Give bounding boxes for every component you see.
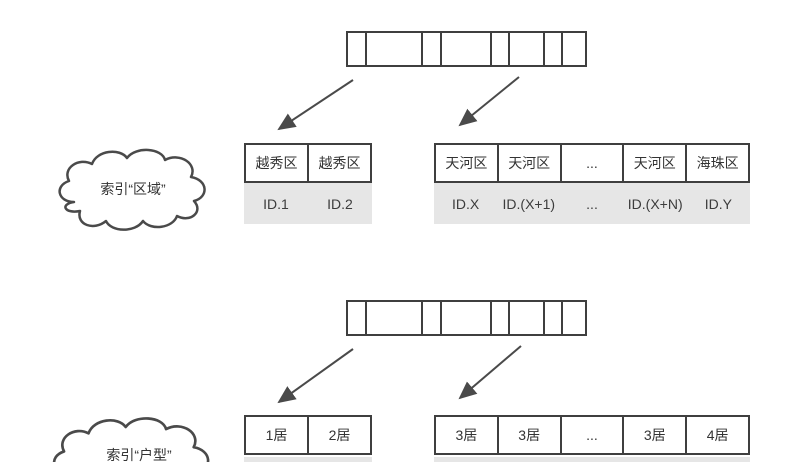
- root-node-cell: [563, 302, 585, 334]
- leaf-key-cell: 3居: [624, 417, 688, 453]
- region-left-leaf: 越秀区 越秀区: [244, 143, 372, 183]
- leaf-key-cell: 2居: [328, 427, 351, 443]
- leaf-key-cell: 天河区: [436, 145, 499, 181]
- leaf-key-cell: 越秀区: [318, 155, 361, 171]
- arrow-housetype-right-icon: [458, 345, 522, 400]
- root-node-cell: [492, 33, 510, 65]
- housetype-left-id-area: [244, 457, 372, 462]
- leaf-key-cell: 3居: [499, 417, 562, 453]
- region-right-leaf: 天河区 天河区 ... 天河区 海珠区: [434, 143, 750, 183]
- leaf-key-cell: 天河区: [499, 145, 562, 181]
- leaf-id-label: ID.Y: [704, 195, 733, 212]
- housetype-right-leaf: 3居 3居 ... 3居 4居: [434, 415, 750, 455]
- root-node-cell: [510, 302, 545, 334]
- cloud-icon: [58, 148, 206, 231]
- root-node-cell: [442, 33, 492, 65]
- leaf-key-cell: 3居: [436, 417, 499, 453]
- leaf-id-label: ID.(X+1): [502, 195, 556, 212]
- root-node-cell: [367, 302, 423, 334]
- leaf-key-cell: 1居: [246, 417, 309, 453]
- leaf-id-label: ID.(X+N): [627, 195, 683, 212]
- region-root-node: [346, 31, 587, 67]
- housetype-root-node: [346, 300, 587, 336]
- leaf-key-cell: ...: [562, 145, 625, 181]
- root-node-cell: [423, 302, 442, 334]
- region-left-id-area: ID.1 ID.2: [244, 183, 372, 224]
- root-node-cell: [492, 302, 510, 334]
- root-node-cell: [367, 33, 423, 65]
- housetype-right-id-area: [434, 457, 750, 462]
- root-node-cell: [545, 33, 563, 65]
- leaf-id-label: ID.2: [327, 195, 353, 212]
- arrow-housetype-left-icon: [277, 348, 354, 404]
- arrow-region-left-icon: [277, 79, 354, 131]
- leaf-id-label: ID.X: [451, 195, 480, 212]
- cloud-icon: [52, 417, 210, 462]
- root-node-cell: [423, 33, 442, 65]
- root-node-cell: [348, 33, 367, 65]
- leaf-key-cell: 海珠区: [696, 155, 739, 171]
- housetype-cloud-label: 索引“户型”: [106, 447, 172, 462]
- leaf-key-cell: 越秀区: [246, 145, 309, 181]
- leaf-key-cell: 4居: [706, 427, 729, 443]
- region-cloud-label: 索引“区域”: [100, 181, 166, 197]
- root-node-cell: [510, 33, 545, 65]
- root-node-cell: [545, 302, 563, 334]
- root-node-cell: [442, 302, 492, 334]
- leaf-id-label: ID.1: [263, 195, 289, 212]
- arrow-region-right-icon: [458, 76, 520, 127]
- leaf-key-cell: 天河区: [624, 145, 688, 181]
- housetype-left-leaf: 1居 2居: [244, 415, 372, 455]
- leaf-id-label: ...: [586, 195, 598, 212]
- region-right-id-area: ID.X ID.(X+1) ... ID.(X+N) ID.Y: [434, 183, 750, 224]
- root-node-cell: [348, 302, 367, 334]
- root-node-cell: [563, 33, 585, 65]
- leaf-key-cell: ...: [562, 417, 625, 453]
